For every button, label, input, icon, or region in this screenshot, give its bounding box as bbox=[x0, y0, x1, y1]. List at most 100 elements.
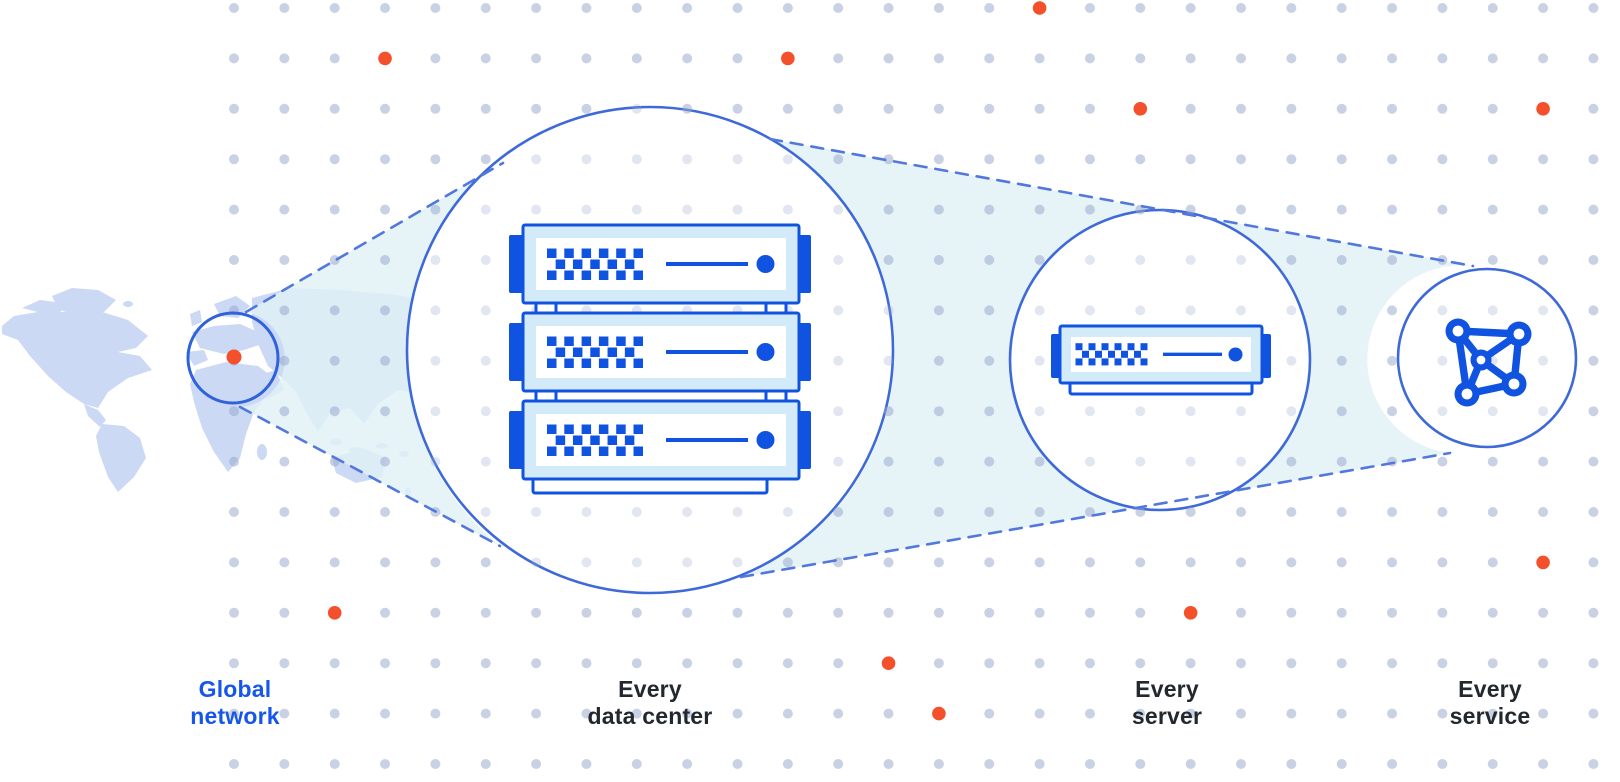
dashed-line-right-bottom bbox=[739, 451, 1452, 579]
grid-dot bbox=[933, 355, 944, 366]
grid-dot bbox=[380, 305, 391, 316]
grid-dot bbox=[682, 53, 693, 64]
grid-dot bbox=[883, 53, 894, 64]
grid-dot bbox=[782, 557, 793, 568]
grid-dot bbox=[682, 154, 693, 165]
grid-dot bbox=[1538, 305, 1549, 316]
grid-dot bbox=[1336, 607, 1347, 618]
vent-square bbox=[547, 248, 557, 258]
grid-dot bbox=[229, 607, 239, 618]
grid-dot bbox=[329, 406, 340, 417]
grid-dot bbox=[682, 658, 693, 669]
vent-square bbox=[633, 446, 643, 456]
grid-dot bbox=[1185, 3, 1196, 13]
grid-dot bbox=[1135, 507, 1146, 517]
grid-dot bbox=[984, 507, 995, 517]
grid-dot bbox=[1387, 53, 1398, 64]
grid-dot bbox=[1286, 255, 1297, 265]
vent-square bbox=[564, 336, 574, 346]
grid-dot bbox=[1487, 103, 1498, 114]
vent-square bbox=[607, 347, 618, 357]
grid-dot bbox=[631, 708, 642, 719]
vent-square bbox=[1140, 343, 1148, 351]
continent-africa bbox=[190, 362, 274, 472]
grid-dot bbox=[531, 557, 542, 568]
grid-dot bbox=[581, 759, 592, 769]
grid-dot-orange bbox=[1536, 555, 1550, 570]
server-vents bbox=[547, 336, 643, 368]
dashed-line-right-top bbox=[768, 137, 1475, 268]
grid-dot bbox=[732, 708, 743, 719]
grid-dot bbox=[1236, 305, 1246, 316]
grid-dot bbox=[1286, 355, 1297, 366]
grid-dot bbox=[1135, 658, 1146, 669]
grid-dot bbox=[1236, 607, 1246, 618]
grid-dot bbox=[933, 53, 944, 64]
grid-dot bbox=[732, 607, 743, 618]
grid-dot bbox=[1437, 53, 1448, 64]
grid-dot bbox=[279, 406, 290, 417]
grid-dot bbox=[1538, 456, 1549, 467]
grid-dot bbox=[1538, 759, 1549, 769]
grid-dot bbox=[883, 406, 894, 417]
grid-dot bbox=[1236, 204, 1246, 215]
grid-dot-orange bbox=[932, 706, 946, 721]
grid-dot bbox=[1336, 154, 1347, 165]
grid-dot-orange bbox=[1032, 1, 1047, 15]
grid-dot bbox=[1336, 708, 1347, 719]
grid-dot bbox=[1034, 406, 1045, 417]
grid-dot bbox=[1185, 406, 1196, 417]
grid-dot bbox=[833, 507, 844, 517]
vent-square bbox=[547, 270, 557, 280]
vent-square bbox=[590, 347, 600, 357]
vent-square bbox=[564, 446, 574, 456]
grid-dot bbox=[1185, 507, 1196, 517]
grid-dot bbox=[1185, 255, 1196, 265]
grid-dot bbox=[833, 53, 844, 64]
grid-dot bbox=[933, 406, 944, 417]
grid-dot bbox=[1487, 607, 1498, 618]
vent-square bbox=[581, 424, 592, 434]
vent-square bbox=[581, 446, 592, 456]
grid-dot bbox=[1437, 557, 1448, 568]
server-led bbox=[756, 343, 775, 361]
grid-dot bbox=[1487, 658, 1498, 669]
grid-dot bbox=[1034, 708, 1045, 719]
grid-dot bbox=[1084, 255, 1095, 265]
grid-dot bbox=[1588, 759, 1599, 769]
grid-dot bbox=[480, 658, 491, 669]
grid-dot bbox=[1588, 708, 1599, 719]
grid-dot bbox=[883, 507, 894, 517]
vent-square bbox=[547, 446, 557, 456]
grid-dot bbox=[1084, 456, 1095, 467]
vent-square bbox=[1108, 350, 1115, 358]
grid-dot bbox=[229, 204, 239, 215]
grid-dot bbox=[581, 708, 592, 719]
grid-dot bbox=[933, 103, 944, 114]
grid-dot bbox=[984, 406, 995, 417]
grid-dot bbox=[1034, 658, 1045, 669]
grid-dot bbox=[782, 507, 793, 517]
grid-dot bbox=[279, 305, 290, 316]
vent-square bbox=[616, 270, 626, 280]
vent-square bbox=[564, 358, 574, 368]
vent-square bbox=[633, 270, 643, 280]
grid-dot bbox=[933, 557, 944, 568]
mesh-node bbox=[1501, 371, 1527, 397]
grid-dot bbox=[279, 759, 290, 769]
vent-square bbox=[633, 358, 643, 368]
grid-dot bbox=[480, 406, 491, 417]
caption-every-service: Every service bbox=[1350, 676, 1620, 730]
grid-dot bbox=[782, 204, 793, 215]
grid-dot bbox=[1588, 154, 1599, 165]
grid-dot bbox=[1286, 53, 1297, 64]
grid-dot bbox=[1336, 103, 1347, 114]
grid-dot-orange bbox=[1183, 606, 1198, 620]
grid-dot bbox=[1387, 607, 1398, 618]
grid-dot bbox=[229, 759, 239, 769]
grid-dot bbox=[1185, 708, 1196, 719]
grid-dot bbox=[1135, 53, 1146, 64]
mesh-node bbox=[1506, 321, 1532, 347]
grid-dot bbox=[984, 255, 995, 265]
grid-dot bbox=[430, 759, 441, 769]
